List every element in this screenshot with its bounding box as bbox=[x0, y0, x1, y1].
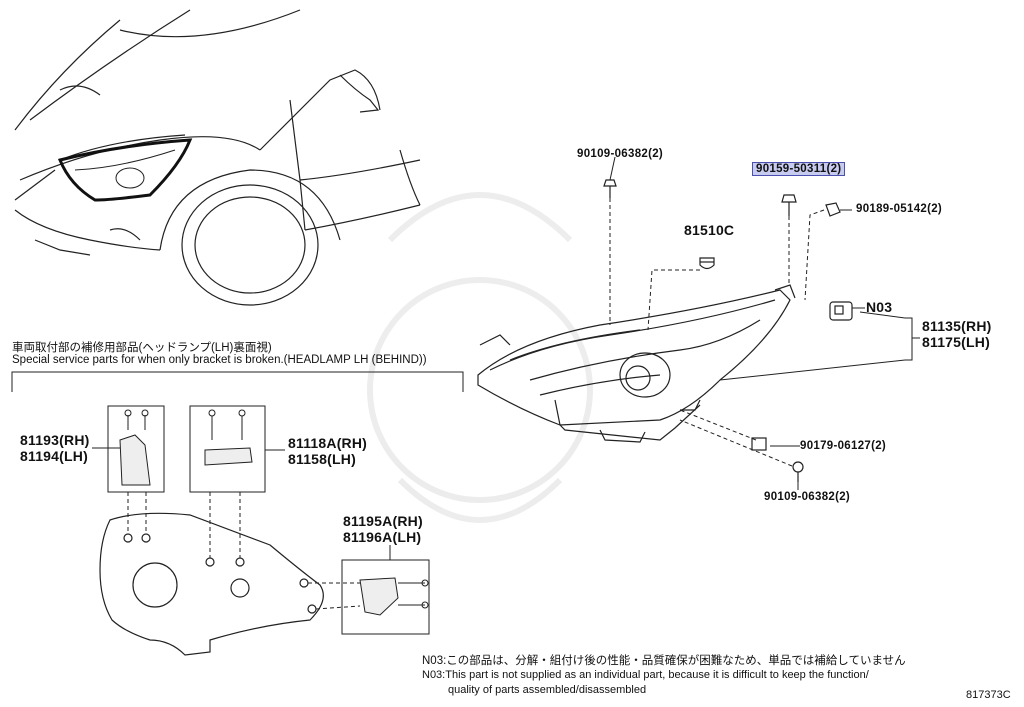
leader-lines bbox=[609, 198, 825, 467]
watermark-logo bbox=[367, 192, 593, 523]
label-n03-tag: N03 bbox=[866, 299, 893, 315]
label-nut-right[interactable]: 90179-06127(2) bbox=[800, 440, 887, 452]
label-bracket-b-lh[interactable]: 81158(LH) bbox=[288, 451, 356, 467]
bolt-top-left bbox=[603, 179, 617, 198]
bolt-top-right bbox=[781, 194, 797, 216]
label-bracket-b-rh[interactable]: 81118A(RH) bbox=[288, 435, 368, 451]
label-bolt-top-left[interactable]: 90109-06382(2) bbox=[577, 148, 664, 160]
bulb-part bbox=[699, 257, 715, 270]
label-bulb[interactable]: 81510C bbox=[684, 222, 735, 238]
headlamp-assembly bbox=[477, 284, 796, 443]
label-bracket-a-rh[interactable]: 81193(RH) bbox=[20, 432, 90, 448]
footnote-en-line1: N03:This part is not supplied as an indi… bbox=[422, 669, 869, 681]
footnote-en-line2: quality of parts assembled/disassembled bbox=[448, 684, 647, 696]
bracket-box-a bbox=[107, 405, 165, 493]
headlamp-back-panel bbox=[99, 512, 324, 656]
label-bracket-c-rh[interactable]: 81195A(RH) bbox=[343, 513, 423, 529]
car-front-outline bbox=[14, 9, 421, 306]
label-clip-top-right[interactable]: 90189-05142(2) bbox=[856, 203, 943, 215]
service-section-title-en: Special service parts for when only brac… bbox=[12, 354, 427, 366]
label-headlamp-lh[interactable]: 81175(LH) bbox=[922, 334, 990, 350]
bracket-box-c bbox=[341, 559, 430, 635]
clip-top-right bbox=[825, 202, 841, 217]
diagram-id: 817373C bbox=[966, 689, 1011, 701]
bracket-box-b bbox=[189, 405, 266, 493]
n03-connector bbox=[829, 301, 853, 321]
label-headlamp-rh[interactable]: 81135(RH) bbox=[922, 318, 992, 334]
bolt-bottom-right bbox=[792, 461, 804, 482]
label-bolt-bottom-right[interactable]: 90109-06382(2) bbox=[764, 491, 851, 503]
service-section-title-jp: 車両取付部の補修用部品(ヘッドランプ(LH)裏面視) bbox=[12, 342, 272, 354]
footnote-jp: N03:この部品は、分解・組付け後の性能・品質確保が困難なため、単品では補給して… bbox=[422, 655, 906, 667]
car-headlamp-highlight bbox=[57, 138, 193, 202]
service-section-frame bbox=[11, 371, 464, 392]
label-bolt-top-right-highlighted[interactable]: 90159-50311(2) bbox=[752, 162, 846, 176]
nut-part bbox=[751, 437, 767, 451]
label-bracket-a-lh[interactable]: 81194(LH) bbox=[20, 448, 88, 464]
bracket-leader-lines bbox=[127, 492, 361, 610]
label-bracket-c-lh[interactable]: 81196A(LH) bbox=[343, 529, 422, 545]
